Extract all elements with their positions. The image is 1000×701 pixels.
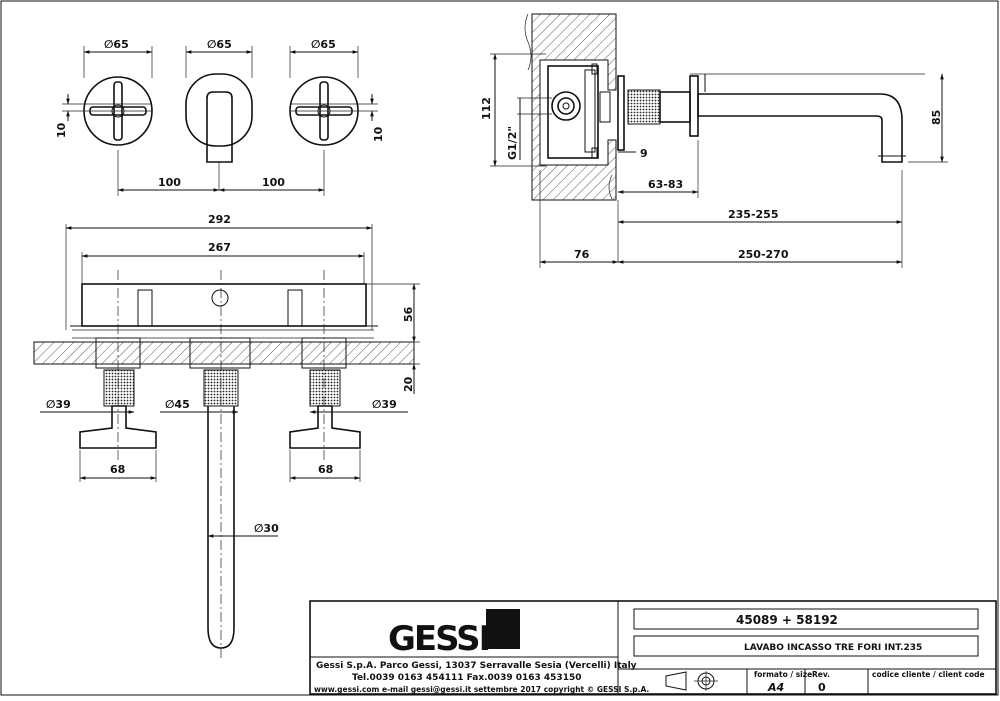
dim-diam-left: ∅65	[104, 38, 129, 51]
dim-diam-center: ∅65	[207, 38, 232, 51]
dim-56: 56	[402, 306, 415, 322]
dim-diam-30: ∅30	[254, 522, 279, 535]
dim-68-left: 68	[110, 463, 125, 476]
side-view: 112 G1/2" 9 63-83 235-255 76 250-270 85	[480, 13, 948, 268]
center-spout-plate	[185, 73, 253, 190]
dim-85: 85	[930, 110, 943, 125]
dim-offset-left: 10	[55, 122, 68, 138]
dim-offset-right: 10	[372, 126, 385, 142]
client-code-label: codice cliente / client code	[872, 670, 985, 679]
title-block: GESSI Gessi S.p.A. Parco Gessi, 13037 Se…	[309, 600, 997, 695]
dim-250-270: 250-270	[738, 248, 789, 261]
dim-diam-39-right: ∅39	[372, 398, 397, 411]
projection-symbol-icon	[665, 671, 718, 691]
right-handle-plate	[289, 76, 378, 146]
dim-thread: G1/2"	[506, 126, 519, 160]
dim-267: 267	[208, 241, 231, 254]
product-description: LAVABO INCASSO TRE FORI INT.235	[744, 643, 922, 653]
dim-9: 9	[640, 147, 648, 160]
format-label: formato / size	[754, 670, 812, 679]
dim-diam-right: ∅65	[311, 38, 336, 51]
front-view-plates: ∅65 ∅65 ∅65 10 10 100 100	[55, 38, 385, 196]
gessi-logo-text: GESSI	[388, 619, 489, 659]
left-handle-plate	[62, 76, 153, 146]
company-address: Gessi S.p.A. Parco Gessi, 13037 Serraval…	[316, 661, 637, 671]
dim-76: 76	[574, 248, 590, 261]
dim-spacing-right: 100	[262, 176, 285, 189]
product-code: 45089 + 58192	[736, 613, 838, 627]
company-phone: Tel.0039 0163 454111 Fax.0039 0163 45315…	[352, 673, 581, 683]
dim-diam-39-left: ∅39	[46, 398, 71, 411]
dim-spacing-left: 100	[158, 176, 181, 189]
dim-292: 292	[208, 213, 231, 226]
format-value: A4	[767, 681, 784, 694]
plan-view: 292 267 56 20 ∅39 ∅45 ∅39 68 68	[33, 213, 420, 660]
gessi-logo-block	[486, 609, 520, 649]
dim-68-right: 68	[318, 463, 333, 476]
dim-112: 112	[480, 97, 493, 120]
dim-diam-45: ∅45	[165, 398, 190, 411]
dim-235-255: 235-255	[728, 208, 779, 221]
dim-20: 20	[402, 376, 415, 392]
dim-63-83: 63-83	[648, 178, 683, 191]
rev-label: Rev.	[812, 670, 830, 679]
rev-value: 0	[818, 681, 826, 694]
company-web: www.gessi.com e-mail gessi@gessi.it sett…	[314, 685, 649, 694]
